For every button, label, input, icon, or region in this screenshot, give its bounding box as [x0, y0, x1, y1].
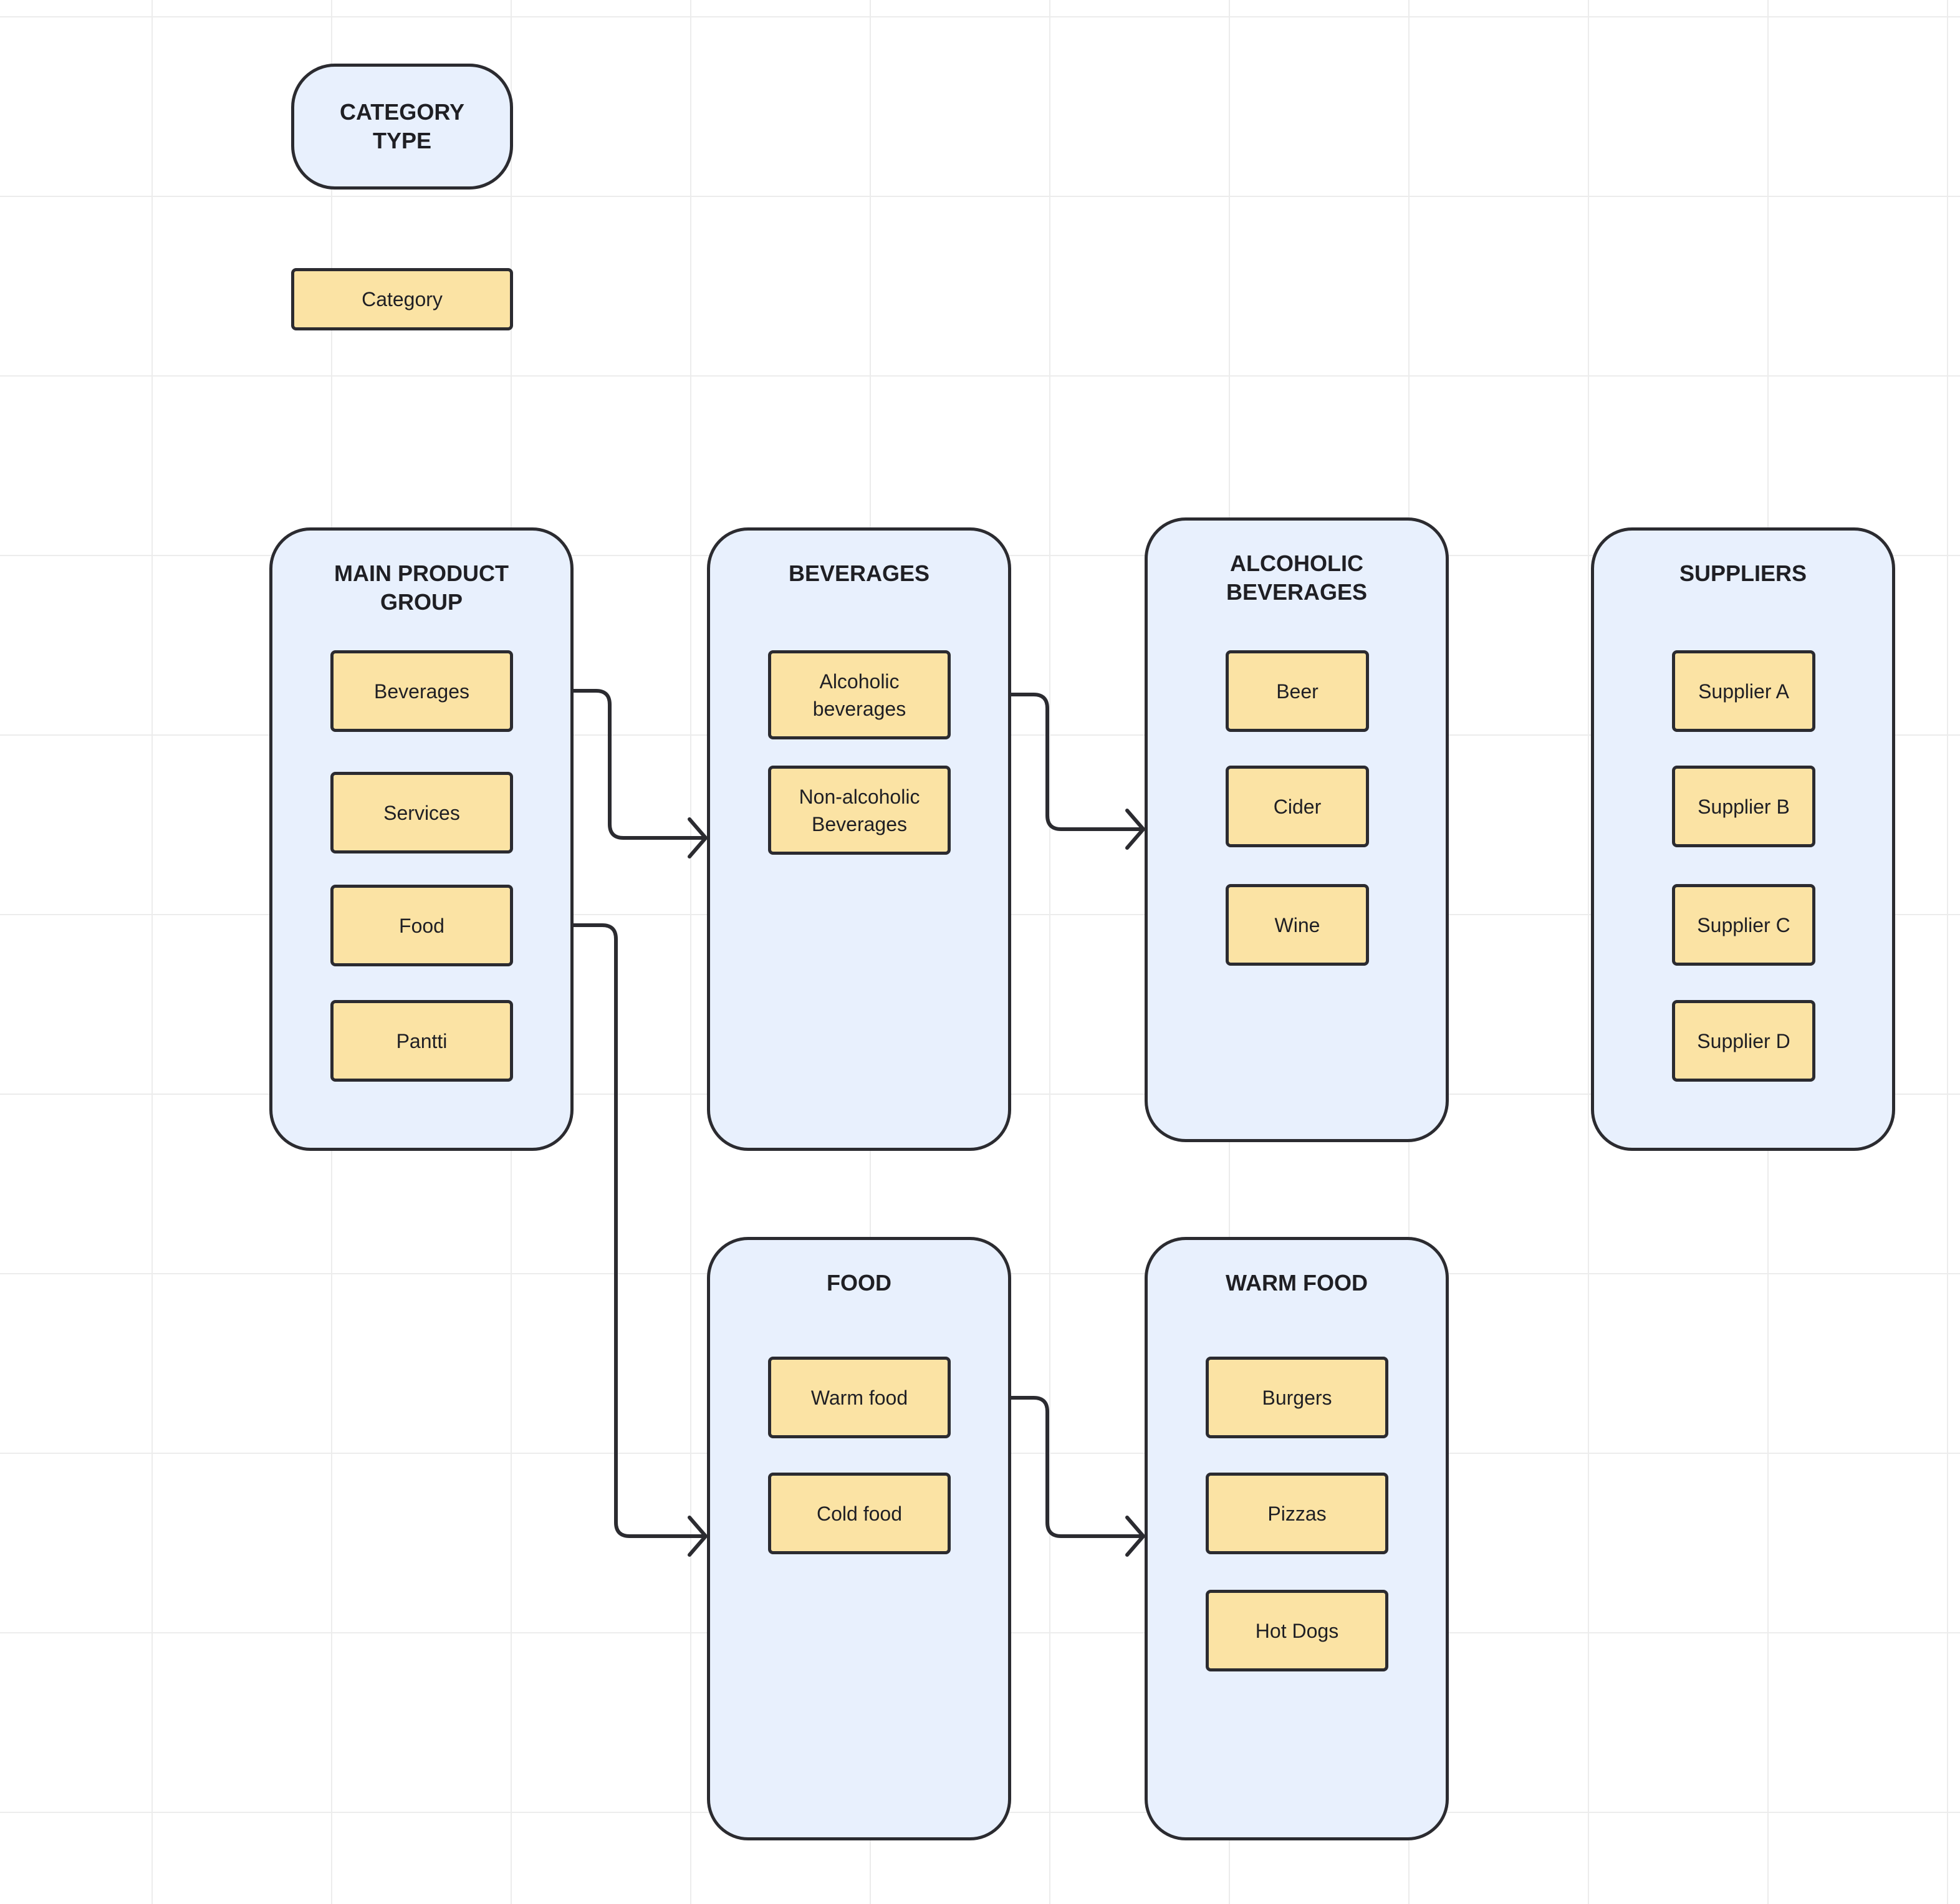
connector-beverages-to-beverages-group: [511, 689, 708, 858]
card-supplier-d[interactable]: Supplier D: [1672, 1000, 1815, 1082]
card-supplier-b[interactable]: Supplier B: [1672, 766, 1815, 847]
group-warm-food[interactable]: WARM FOOD: [1145, 1237, 1449, 1840]
card-pizzas[interactable]: Pizzas: [1206, 1473, 1388, 1554]
card-food[interactable]: Food: [330, 885, 513, 966]
card-hot-dogs[interactable]: Hot Dogs: [1206, 1590, 1388, 1671]
group-title: WARM FOOD: [1226, 1270, 1368, 1296]
group-title: SUPPLIERS: [1679, 560, 1807, 586]
card-warm-food[interactable]: Warm food: [768, 1357, 951, 1438]
card-non-alcoholic-beverages[interactable]: Non-alcoholic Beverages: [768, 766, 951, 855]
card-cold-food[interactable]: Cold food: [768, 1473, 951, 1554]
card-beverages[interactable]: Beverages: [330, 650, 513, 732]
connector-food-to-food-group: [511, 923, 708, 1557]
card-wine[interactable]: Wine: [1226, 884, 1369, 966]
card-pantti[interactable]: Pantti: [330, 1000, 513, 1082]
card-supplier-a[interactable]: Supplier A: [1672, 650, 1815, 732]
group-title: FOOD: [827, 1270, 891, 1296]
group-title: MAIN PRODUCT GROUP: [334, 560, 509, 615]
card-burgers[interactable]: Burgers: [1206, 1357, 1388, 1438]
legend-category-type[interactable]: CATEGORY TYPE: [291, 64, 513, 190]
legend-category[interactable]: Category: [291, 268, 513, 330]
group-title: BEVERAGES: [788, 560, 930, 586]
card-alcoholic-beverages[interactable]: Alcoholic beverages: [768, 650, 951, 739]
card-cider[interactable]: Cider: [1226, 766, 1369, 847]
group-title: ALCOHOLIC BEVERAGES: [1226, 551, 1368, 605]
connector-warm-food-to-warm-food-group: [948, 1396, 1145, 1557]
connector-alcoholic-to-alcoholic-group: [948, 693, 1145, 850]
card-supplier-c[interactable]: Supplier C: [1672, 884, 1815, 966]
card-services[interactable]: Services: [330, 772, 513, 853]
card-beer[interactable]: Beer: [1226, 650, 1369, 732]
